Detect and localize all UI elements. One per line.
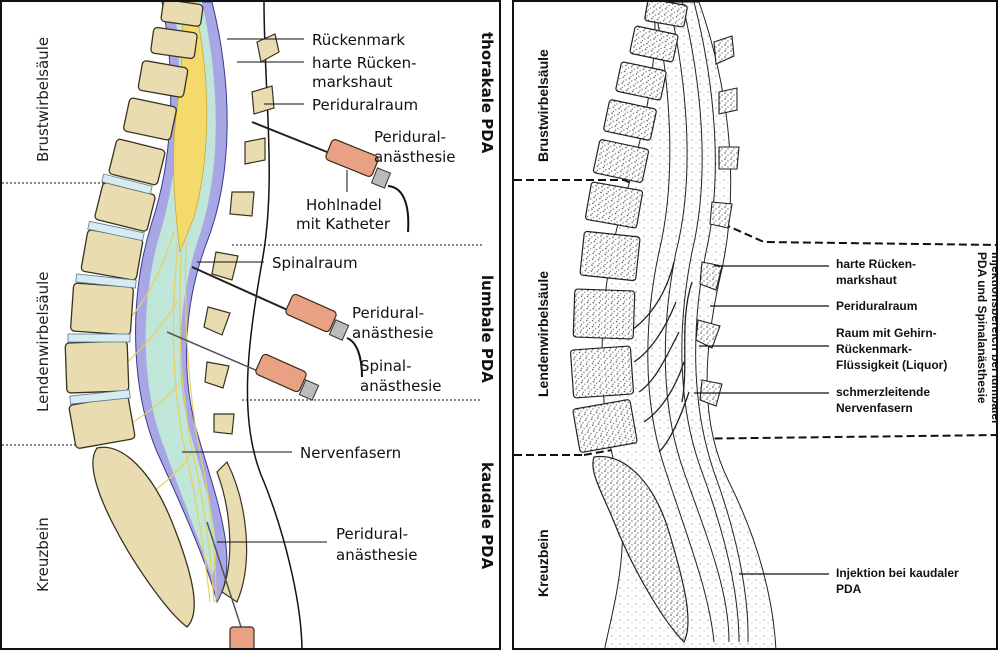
label-peridural-1a: Peridural- [374, 128, 446, 146]
r-label-injektion-2: PDA [836, 582, 862, 596]
line-art-spine-svg: harte Rücken- markshaut Periduralraum Ra… [514, 2, 998, 650]
r-label-injektion-1: Injektion bei kaudaler [836, 566, 959, 580]
colored-spine-svg: Rückenmark harte Rücken- markshaut Perid… [2, 2, 501, 650]
region-label-brust-right: Brustwirbelsäule [535, 49, 551, 162]
pda-label-thorakal: thorakale PDA [478, 32, 496, 154]
label-harte-2: markshaut [312, 73, 393, 91]
region-label-lenden-left: Lendenwirbelsäule [34, 271, 52, 412]
r-label-raum-3: Flüssigkeit (Liquor) [836, 358, 947, 372]
region-label-brust-left: Brustwirbelsäule [34, 37, 52, 162]
line-art-spine-diagram: harte Rücken- markshaut Periduralraum Ra… [512, 0, 998, 650]
r-label-schmerz-1: schmerzleitende [836, 385, 930, 399]
label-periduralraum: Periduralraum [312, 96, 418, 114]
label-nervenfasern: Nervenfasern [300, 444, 401, 462]
label-hohlnadel-1: Hohlnadel [306, 196, 382, 214]
r-label-raum-1: Raum mit Gehirn- [836, 326, 937, 340]
label-peridural-3b: anästhesie [336, 546, 418, 564]
colored-spine-diagram: Rückenmark harte Rücken- markshaut Perid… [0, 0, 501, 650]
r-label-raum-2: Rückenmark- [836, 342, 912, 356]
r-label-harte-1: harte Rücken- [836, 257, 916, 271]
label-spinal-1: Spinal- [360, 357, 412, 375]
label-peridural-1b: anästhesie [374, 148, 456, 166]
label-harte-1: harte Rücken- [312, 54, 417, 72]
label-rueckenmark: Rückenmark [312, 31, 405, 49]
injection-range-label-1: Injektionsbereich bei lumbaler [989, 252, 998, 425]
injection-range-label-2: PDA und Spinalanästhesie [975, 252, 989, 404]
label-peridural-2a: Peridural- [352, 304, 424, 322]
r-label-harte-2: markshaut [836, 273, 897, 287]
label-spinal-2: anästhesie [360, 377, 442, 395]
spinal-syringe [167, 332, 319, 400]
pda-label-kaudal: kaudale PDA [478, 462, 496, 570]
region-label-kreuz-right: Kreuzbein [535, 529, 551, 597]
r-label-schmerz-2: Nervenfasern [836, 401, 913, 415]
pda-label-lumbal: lumbale PDA [478, 275, 496, 383]
region-label-lenden-right: Lendenwirbelsäule [535, 271, 551, 397]
r-label-periduralraum: Periduralraum [836, 299, 917, 313]
label-hohlnadel-2: mit Katheter [296, 215, 391, 233]
label-spinalraum: Spinalraum [272, 254, 358, 272]
label-peridural-3a: Peridural- [336, 525, 408, 543]
label-peridural-2b: anästhesie [352, 324, 434, 342]
region-label-kreuz-left: Kreuzbein [34, 517, 52, 592]
